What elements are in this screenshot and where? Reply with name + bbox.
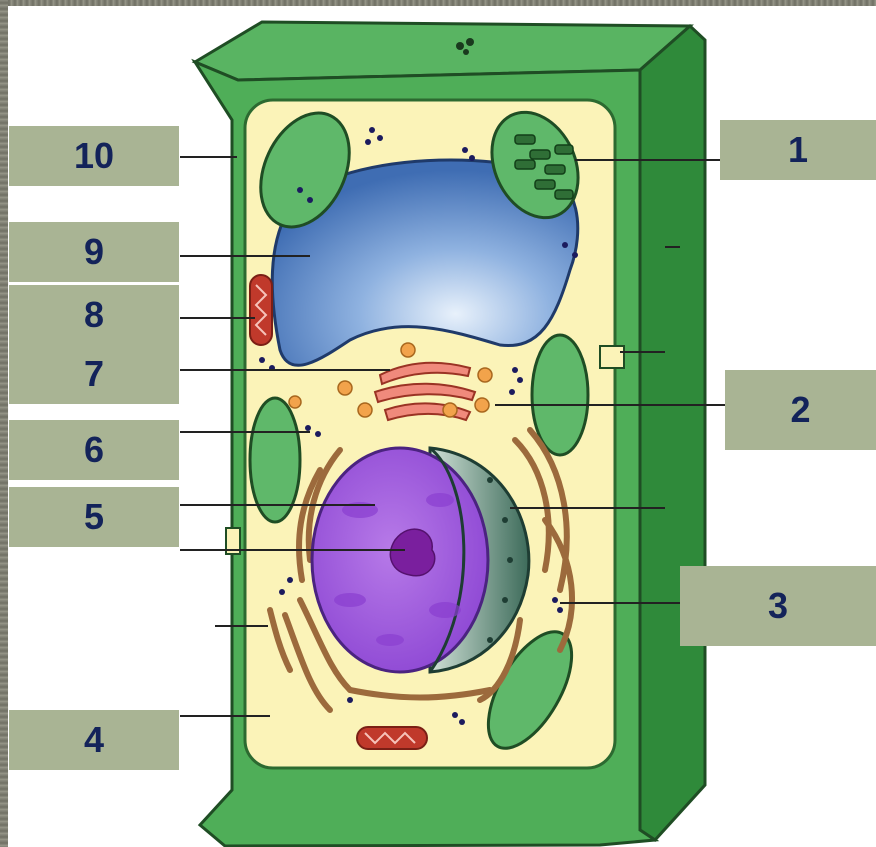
plasmodesma-right [600,346,624,368]
label-10[interactable]: 10 [9,126,179,186]
golgi-apparatus [375,363,475,420]
chloroplast-left-middle [250,398,300,522]
label-1[interactable]: 1 [720,120,876,180]
label-4[interactable]: 4 [9,710,179,770]
nucleus [312,448,529,672]
label-7[interactable]: 7 [9,344,179,404]
chloroplast-right-middle [532,335,588,455]
label-2[interactable]: 2 [725,370,876,450]
label-6[interactable]: 6 [9,420,179,480]
label-3[interactable]: 3 [680,566,876,646]
label-5[interactable]: 5 [9,487,179,547]
label-8[interactable]: 8 [9,285,179,345]
label-9[interactable]: 9 [9,222,179,282]
cell-wall-right [640,26,705,840]
